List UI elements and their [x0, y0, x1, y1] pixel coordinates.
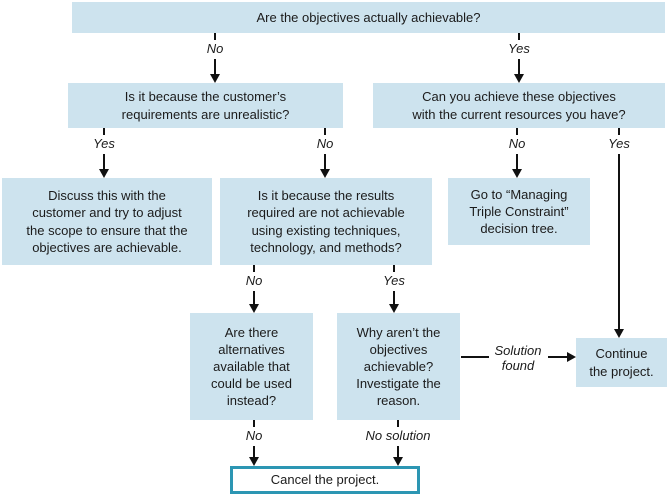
connector-alternatives-no-stub — [253, 420, 255, 427]
node-results-achievable: Is it because the results required are n… — [220, 178, 432, 265]
edge-label-no-solution: No solution — [365, 428, 431, 443]
connector-customer-yes-stub — [103, 128, 105, 135]
connector-root-yes-line — [518, 59, 520, 75]
connector-resources-no-stub — [516, 128, 518, 135]
connector-no-solution-line — [397, 446, 399, 458]
connector-results-yes-stub — [393, 265, 395, 272]
arrow-down-icon — [320, 169, 330, 178]
connector-root-no-stub — [214, 33, 216, 40]
arrow-down-icon — [389, 304, 399, 313]
connector-resources-yes-line — [618, 154, 620, 330]
connector-no-solution-stub — [397, 420, 399, 427]
node-triple-constraint: Go to “Managing Triple Constraint” decis… — [448, 178, 590, 245]
node-discuss-customer: Discuss this with the customer and try t… — [2, 178, 212, 265]
connector-root-no-line — [214, 59, 216, 75]
node-why-not-achievable: Why aren’t the objectives achievable? In… — [337, 313, 460, 420]
arrow-down-icon — [99, 169, 109, 178]
connector-solution-found-line-left — [461, 356, 489, 358]
node-current-resources: Can you achieve these objectives with th… — [373, 83, 665, 128]
edge-label-root-no: No — [206, 41, 224, 56]
arrow-down-icon — [210, 74, 220, 83]
edge-label-results-yes: Yes — [383, 273, 405, 288]
arrow-down-icon — [514, 74, 524, 83]
node-continue-project: Continue the project. — [576, 338, 667, 387]
node-cancel-project: Cancel the project. — [230, 466, 420, 494]
arrow-down-icon — [512, 169, 522, 178]
connector-results-no-line — [253, 291, 255, 305]
edge-label-root-yes: Yes — [508, 41, 530, 56]
connector-alternatives-no-line — [253, 446, 255, 458]
connector-results-yes-line — [393, 291, 395, 305]
arrow-down-icon — [249, 304, 259, 313]
connector-customer-no-line — [324, 154, 326, 170]
connector-customer-yes-line — [103, 154, 105, 170]
connector-results-no-stub — [253, 265, 255, 272]
edge-label-resources-yes: Yes — [608, 136, 630, 151]
connector-resources-no-line — [516, 154, 518, 170]
edge-label-resources-no: No — [508, 136, 526, 151]
node-customer-requirements: Is it because the customer’s requirement… — [68, 83, 343, 128]
edge-label-solution-found: Solution found — [494, 343, 542, 373]
connector-resources-yes-stub — [618, 128, 620, 135]
connector-solution-found-line-right — [548, 356, 568, 358]
edge-label-alternatives-no: No — [245, 428, 263, 443]
arrow-down-icon — [249, 457, 259, 466]
connector-customer-no-stub — [324, 128, 326, 135]
node-alternatives: Are there alternatives available that co… — [190, 313, 313, 420]
edge-label-customer-no: No — [316, 136, 334, 151]
node-root-question: Are the objectives actually achievable? — [72, 2, 665, 33]
arrow-right-icon — [567, 352, 576, 362]
arrow-down-icon — [614, 329, 624, 338]
connector-root-yes-stub — [518, 33, 520, 40]
arrow-down-icon — [393, 457, 403, 466]
edge-label-customer-yes: Yes — [93, 136, 115, 151]
edge-label-results-no: No — [245, 273, 263, 288]
